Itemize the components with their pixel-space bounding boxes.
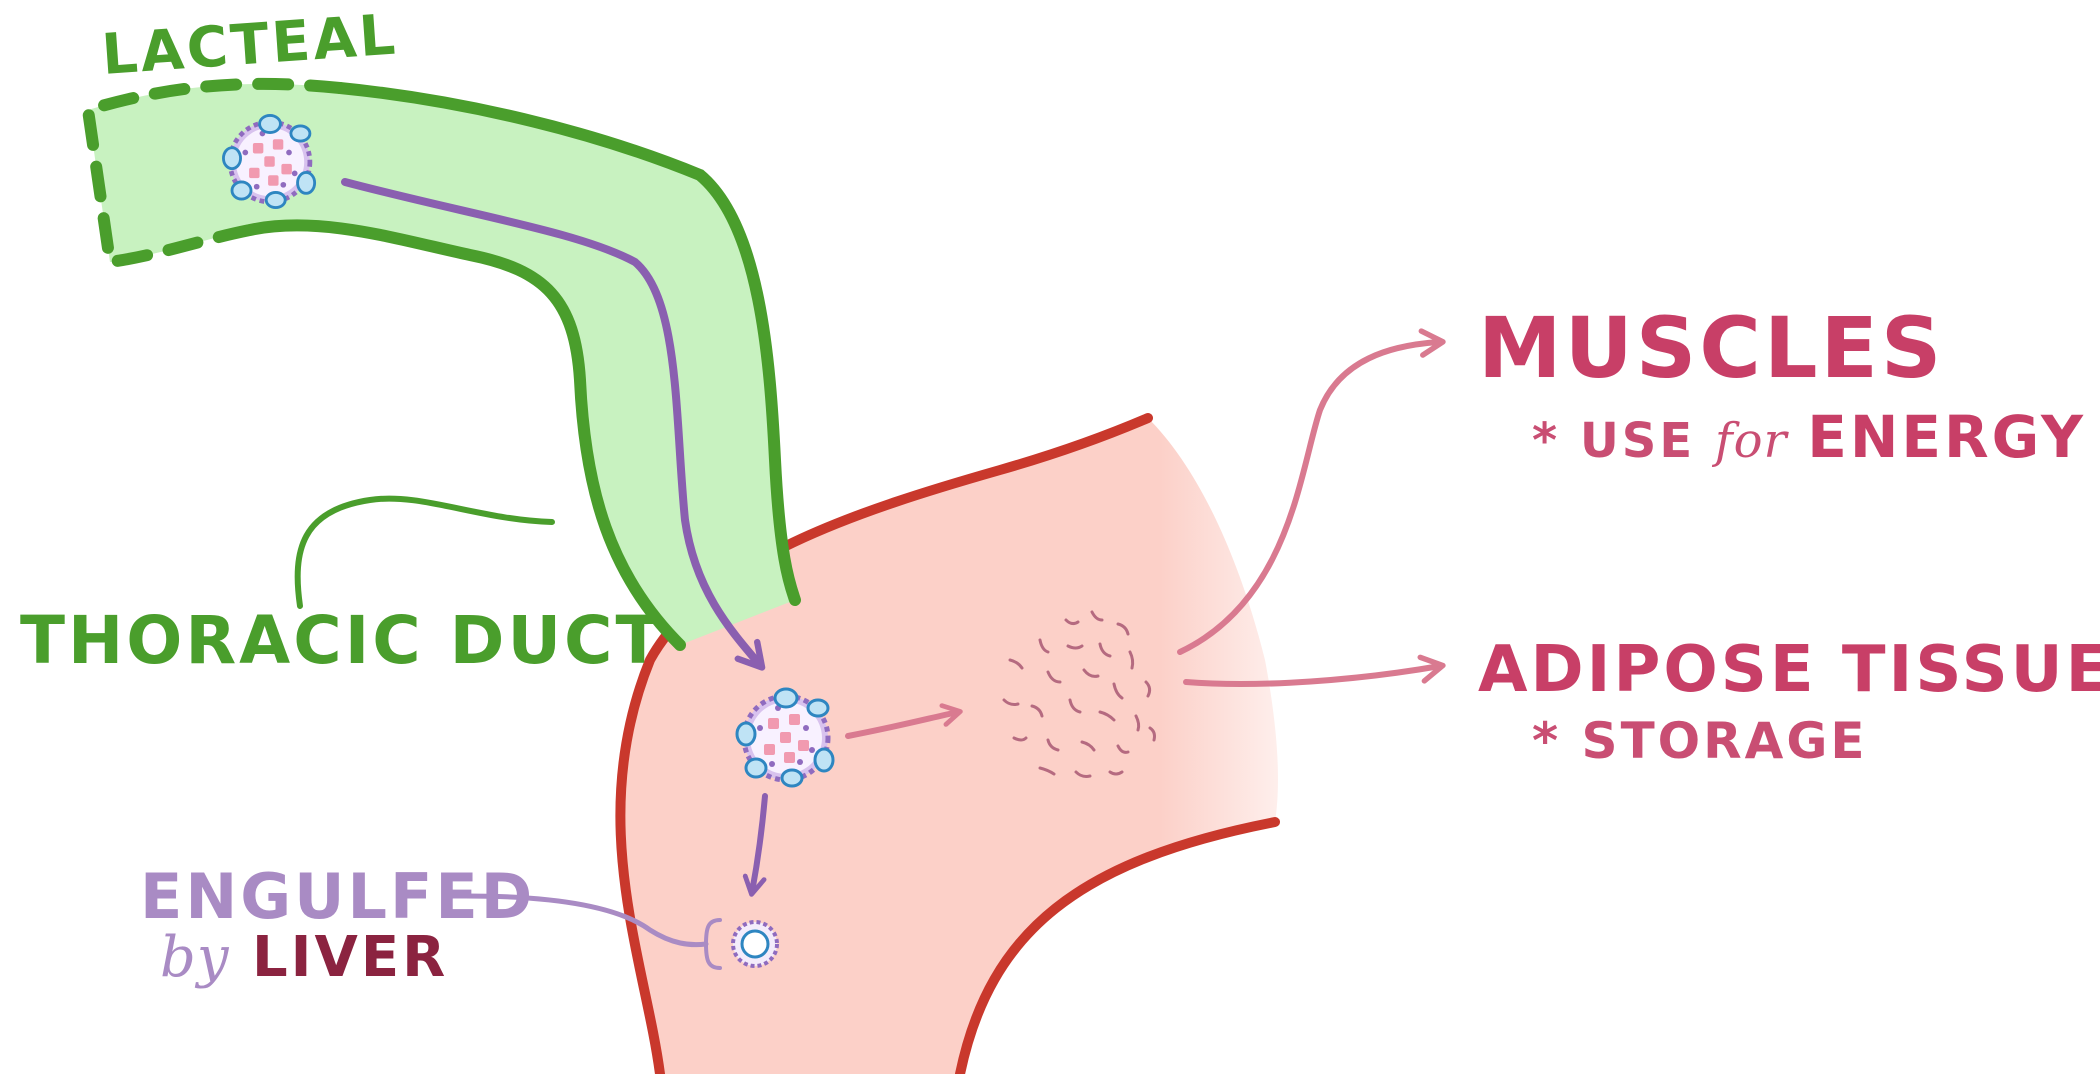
energy-note: * USE for ENERGY xyxy=(1532,408,2086,466)
chylomicron-remnant-icon xyxy=(733,922,777,966)
liver-label: LIVER xyxy=(252,925,448,990)
adipose-tissue-label: ADIPOSE TISSUE xyxy=(1478,638,2100,702)
thoracic-duct-label: THORACIC DUCT xyxy=(20,608,664,674)
muscles-label: MUSCLES xyxy=(1478,306,1944,390)
energy-note-asterisk: * xyxy=(1532,413,1560,469)
by-word: by xyxy=(160,925,229,990)
storage-note: * STORAGE xyxy=(1532,716,1868,766)
energy-note-for: for xyxy=(1715,413,1788,469)
thoracic-duct-leader-line xyxy=(298,499,552,606)
engulfed-label: ENGULFED xyxy=(140,866,535,928)
energy-note-energy: ENERGY xyxy=(1807,403,2086,471)
energy-note-use: USE xyxy=(1580,413,1695,469)
by-liver-line: by LIVER xyxy=(160,930,448,986)
